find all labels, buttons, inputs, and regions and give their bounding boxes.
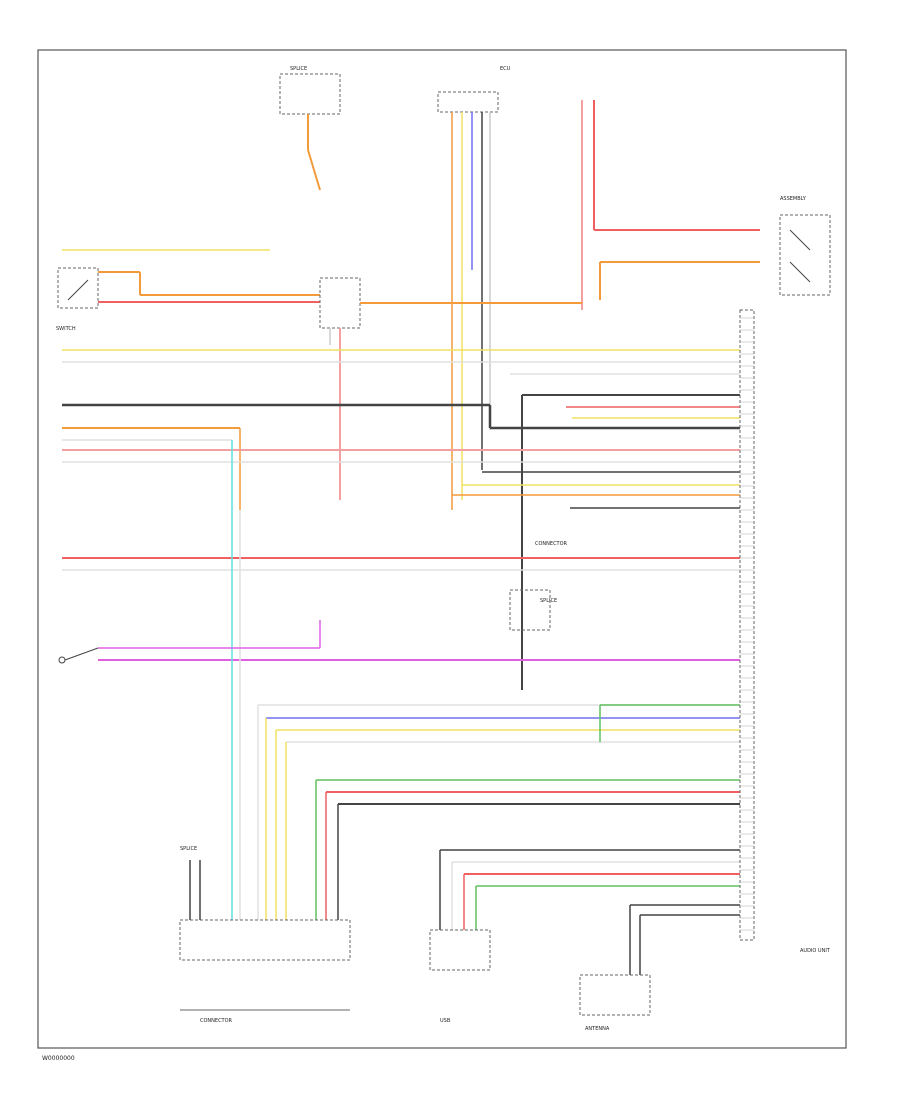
center-splice [319,277,582,500]
antenna-lines [579,904,740,1016]
diagram-frame [37,49,847,1049]
top-fuse-component [279,73,341,191]
bottom-splice-label: SPLICE [180,846,197,852]
center-note-label: SPLICE [540,598,557,604]
right-connector-label: CONNECTOR [535,541,568,547]
usb-lines [439,849,740,930]
top-ecu-label: ECU [500,66,511,72]
top-splice-label: SPLICE [290,66,307,72]
left-lower-switch [58,620,321,664]
usb-interface-label: USB [440,1018,451,1024]
footer-code: W0000000 [42,1055,75,1062]
audio-unit-label: AUDIO UNIT [800,948,831,954]
top-right-connector [581,100,760,310]
bottom-connectors [179,860,491,1011]
audio-unit-connector [739,309,755,941]
left-switch [57,249,320,309]
left-switch-label: SWITCH [56,326,76,332]
horizontal-bus-lines [62,349,740,690]
antenna-label: ANTENNA [585,1026,610,1032]
center-small-component [509,589,551,631]
bottom-connector-label: CONNECTOR [200,1018,233,1024]
vertical-cable-runs [231,440,740,920]
right-assembly-label: ASSEMBLY [780,196,807,202]
center-connector-top [437,91,499,510]
right-assembly-switch [779,214,831,296]
